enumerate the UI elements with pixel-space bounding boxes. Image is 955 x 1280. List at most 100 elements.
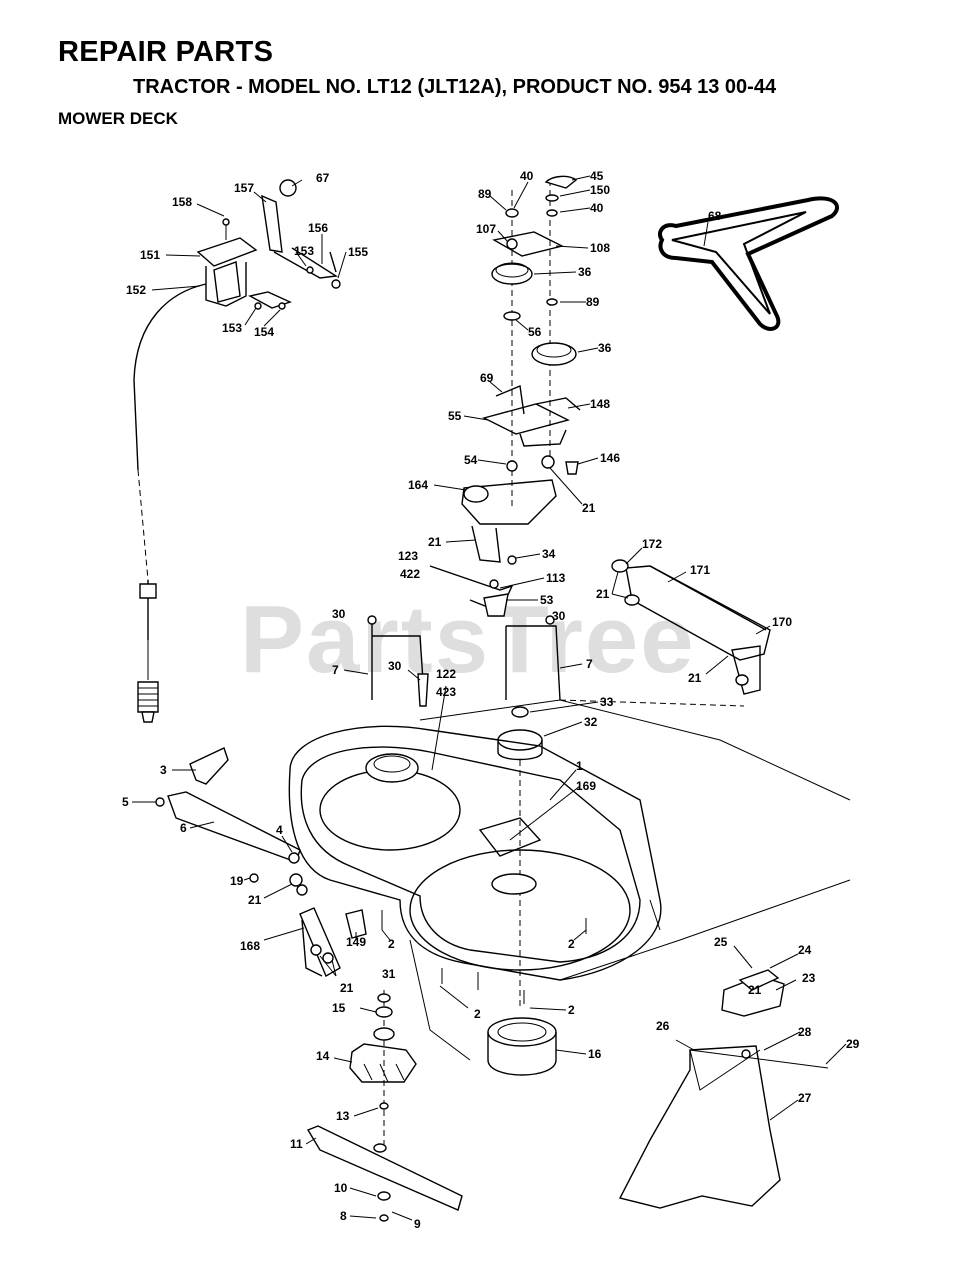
callout-153: 153 bbox=[222, 321, 242, 335]
callout-29: 29 bbox=[846, 1037, 860, 1051]
engine-pulley bbox=[497, 706, 543, 1010]
callout-25: 25 bbox=[714, 935, 728, 949]
callout-23: 23 bbox=[802, 971, 816, 985]
model-subtitle: TRACTOR - MODEL NO. LT12 (JLT12A), PRODU… bbox=[133, 76, 777, 98]
callout-171: 171 bbox=[690, 563, 710, 577]
callout-89: 89 bbox=[586, 295, 600, 309]
callout-40: 40 bbox=[520, 169, 534, 183]
callout-8: 8 bbox=[340, 1209, 347, 1223]
callout-68: 68 bbox=[708, 209, 722, 223]
callout-21: 21 bbox=[340, 981, 354, 995]
callout-6: 6 bbox=[180, 821, 187, 835]
callout-53: 53 bbox=[540, 593, 554, 607]
callout-69: 69 bbox=[480, 371, 494, 385]
rear-bracket bbox=[299, 907, 367, 978]
mower-belt bbox=[657, 196, 839, 331]
callout-leaders bbox=[132, 175, 847, 1221]
callout-21: 21 bbox=[688, 671, 702, 685]
callout-21: 21 bbox=[428, 535, 442, 549]
callout-13: 13 bbox=[336, 1109, 350, 1123]
callout-34: 34 bbox=[542, 547, 556, 561]
front-hanger-bracket bbox=[155, 747, 308, 896]
callout-40: 40 bbox=[590, 201, 604, 215]
callout-26: 26 bbox=[656, 1019, 670, 1033]
callout-30: 30 bbox=[332, 607, 346, 621]
callout-7: 7 bbox=[586, 657, 593, 671]
callout-7: 7 bbox=[332, 663, 339, 677]
callout-3: 3 bbox=[160, 763, 167, 777]
callout-33: 33 bbox=[600, 695, 614, 709]
callout-labels: 158 157 67 151 153 156 155 152 153 154 4… bbox=[122, 169, 860, 1231]
callout-54: 54 bbox=[464, 453, 478, 467]
callout-21: 21 bbox=[582, 501, 596, 515]
callout-123: 123 bbox=[398, 549, 418, 563]
lift-cable bbox=[133, 283, 207, 723]
callout-157: 157 bbox=[234, 181, 254, 195]
callout-170: 170 bbox=[772, 615, 792, 629]
callout-36: 36 bbox=[598, 341, 612, 355]
blade-spindle-assembly bbox=[306, 990, 463, 1222]
callout-2: 2 bbox=[474, 1007, 481, 1021]
callout-21: 21 bbox=[596, 587, 610, 601]
callout-31: 31 bbox=[382, 967, 396, 981]
spindle-housing bbox=[487, 990, 557, 1076]
callout-172: 172 bbox=[642, 537, 662, 551]
callout-113: 113 bbox=[546, 571, 566, 585]
callout-19: 19 bbox=[230, 874, 244, 888]
callout-14: 14 bbox=[316, 1049, 330, 1063]
callout-146: 146 bbox=[600, 451, 620, 465]
idler-pulley-stack bbox=[429, 175, 581, 617]
callout-149: 149 bbox=[346, 935, 366, 949]
callout-36: 36 bbox=[578, 265, 592, 279]
callout-27: 27 bbox=[798, 1091, 812, 1105]
callout-45: 45 bbox=[590, 169, 604, 183]
callout-24: 24 bbox=[798, 943, 812, 957]
callout-11: 11 bbox=[290, 1137, 303, 1151]
callout-108: 108 bbox=[590, 241, 610, 255]
lift-lever-assembly bbox=[196, 179, 341, 310]
callout-156: 156 bbox=[308, 221, 328, 235]
callout-2: 2 bbox=[568, 1003, 575, 1017]
deck-bolts bbox=[381, 910, 587, 990]
idler-arm bbox=[559, 559, 771, 707]
page-title: REPAIR PARTS bbox=[58, 36, 274, 68]
callout-169: 169 bbox=[576, 779, 596, 793]
callout-89: 89 bbox=[478, 187, 492, 201]
section-title: MOWER DECK bbox=[58, 109, 178, 128]
callout-164: 164 bbox=[408, 478, 428, 492]
callout-151: 151 bbox=[140, 248, 160, 262]
callout-150: 150 bbox=[590, 183, 610, 197]
callout-56: 56 bbox=[528, 325, 542, 339]
mower-deck-housing bbox=[288, 699, 851, 1061]
callout-122: 122 bbox=[436, 667, 456, 681]
callout-153: 153 bbox=[294, 244, 314, 258]
callout-16: 16 bbox=[588, 1047, 602, 1061]
callout-422: 422 bbox=[400, 567, 420, 581]
callout-158: 158 bbox=[172, 195, 192, 209]
callout-32: 32 bbox=[584, 715, 598, 729]
callout-2: 2 bbox=[568, 937, 575, 951]
callout-28: 28 bbox=[798, 1025, 812, 1039]
callout-2: 2 bbox=[388, 937, 395, 951]
callout-107: 107 bbox=[476, 222, 496, 236]
callout-21: 21 bbox=[748, 983, 762, 997]
callout-55: 55 bbox=[448, 409, 462, 423]
callout-30: 30 bbox=[388, 659, 402, 673]
callout-168: 168 bbox=[240, 939, 260, 953]
callout-152: 152 bbox=[126, 283, 146, 297]
callout-4: 4 bbox=[276, 823, 283, 837]
spring-rods bbox=[367, 615, 561, 707]
callout-148: 148 bbox=[590, 397, 610, 411]
callout-21: 21 bbox=[248, 893, 262, 907]
callout-9: 9 bbox=[414, 1217, 421, 1231]
callout-30: 30 bbox=[552, 609, 566, 623]
callout-15: 15 bbox=[332, 1001, 346, 1015]
discharge-chute bbox=[618, 969, 829, 1209]
callout-1: 1 bbox=[576, 759, 583, 773]
callout-5: 5 bbox=[122, 795, 129, 809]
callout-423: 423 bbox=[436, 685, 456, 699]
callout-10: 10 bbox=[334, 1181, 348, 1195]
callout-155: 155 bbox=[348, 245, 368, 259]
watermark: PartsTree bbox=[240, 586, 696, 693]
